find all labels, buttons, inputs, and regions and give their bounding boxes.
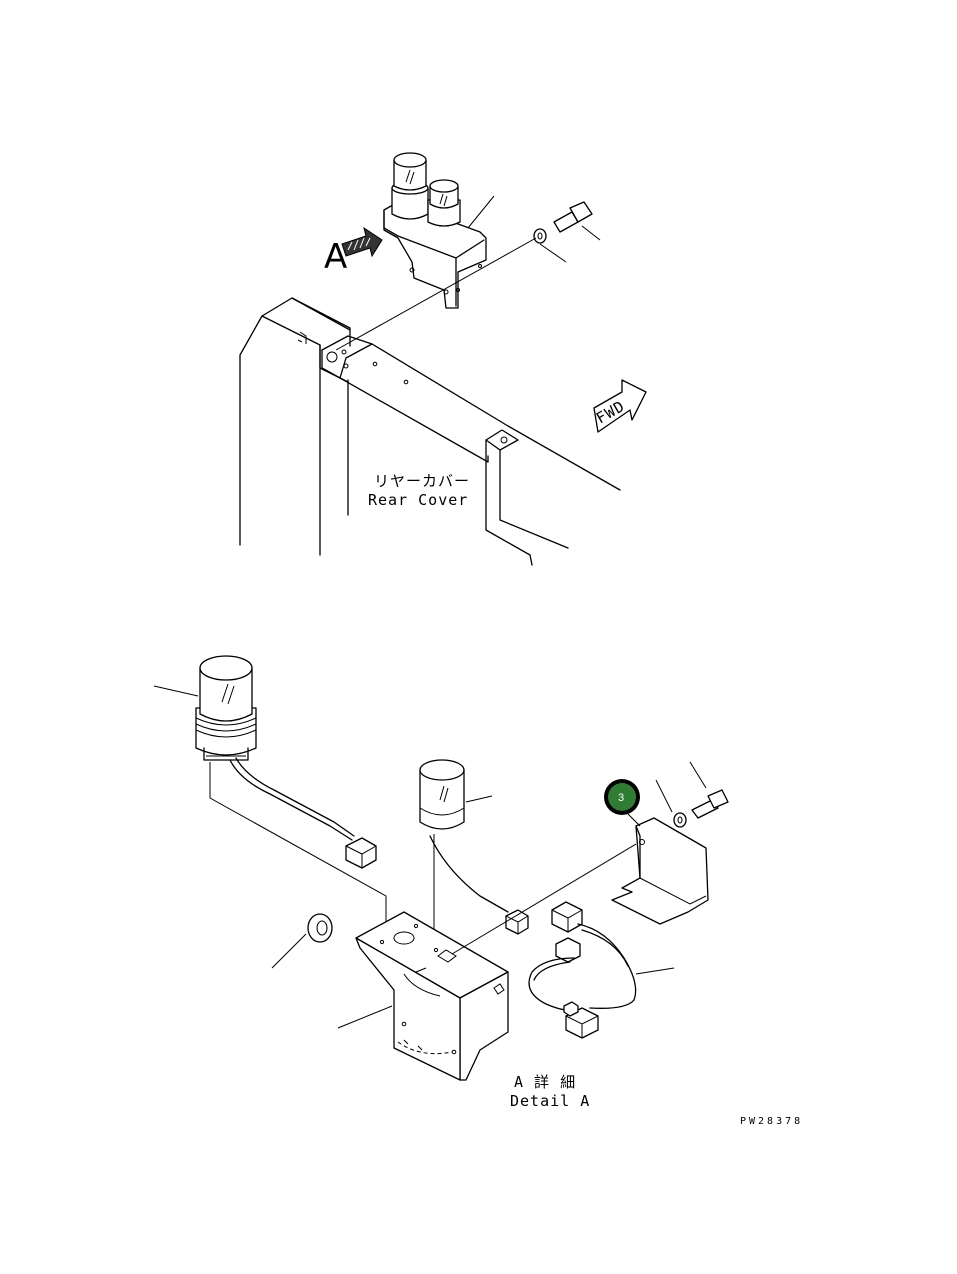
drawing-code: PW28378 [740, 1116, 803, 1127]
forward-arrow-icon [593, 379, 647, 433]
top-assembly-view: A FWD リヤーカバー Rear Cover [239, 152, 647, 566]
large-beacon [153, 655, 387, 932]
view-a-arrow: A [324, 226, 383, 277]
small-beacon [419, 759, 529, 950]
grommet [271, 913, 333, 969]
wiring-harness [528, 901, 675, 1039]
mounting-rail [321, 335, 621, 566]
washer-bolt-detail [655, 761, 729, 828]
base-bracket [337, 911, 509, 1081]
detail-a-label-en: Detail A [510, 1092, 590, 1110]
side-bracket [451, 817, 709, 955]
callout-3-number: 3 [618, 792, 624, 804]
washer-bolt-top [335, 201, 601, 351]
detail-a-view: 3 A 詳 細 Detail A [153, 655, 729, 1110]
warning-light-assembly-top [383, 152, 495, 309]
callout-3[interactable]: 3 [604, 779, 641, 827]
detail-a-label-jp: A 詳 細 [514, 1073, 576, 1091]
rear-cover-label-en: Rear Cover [368, 491, 468, 509]
view-a-label: A [324, 237, 347, 277]
fwd-arrow: FWD [593, 379, 647, 433]
rear-cover-label-jp: リヤーカバー [374, 472, 470, 490]
rear-cover-frame [239, 297, 351, 556]
